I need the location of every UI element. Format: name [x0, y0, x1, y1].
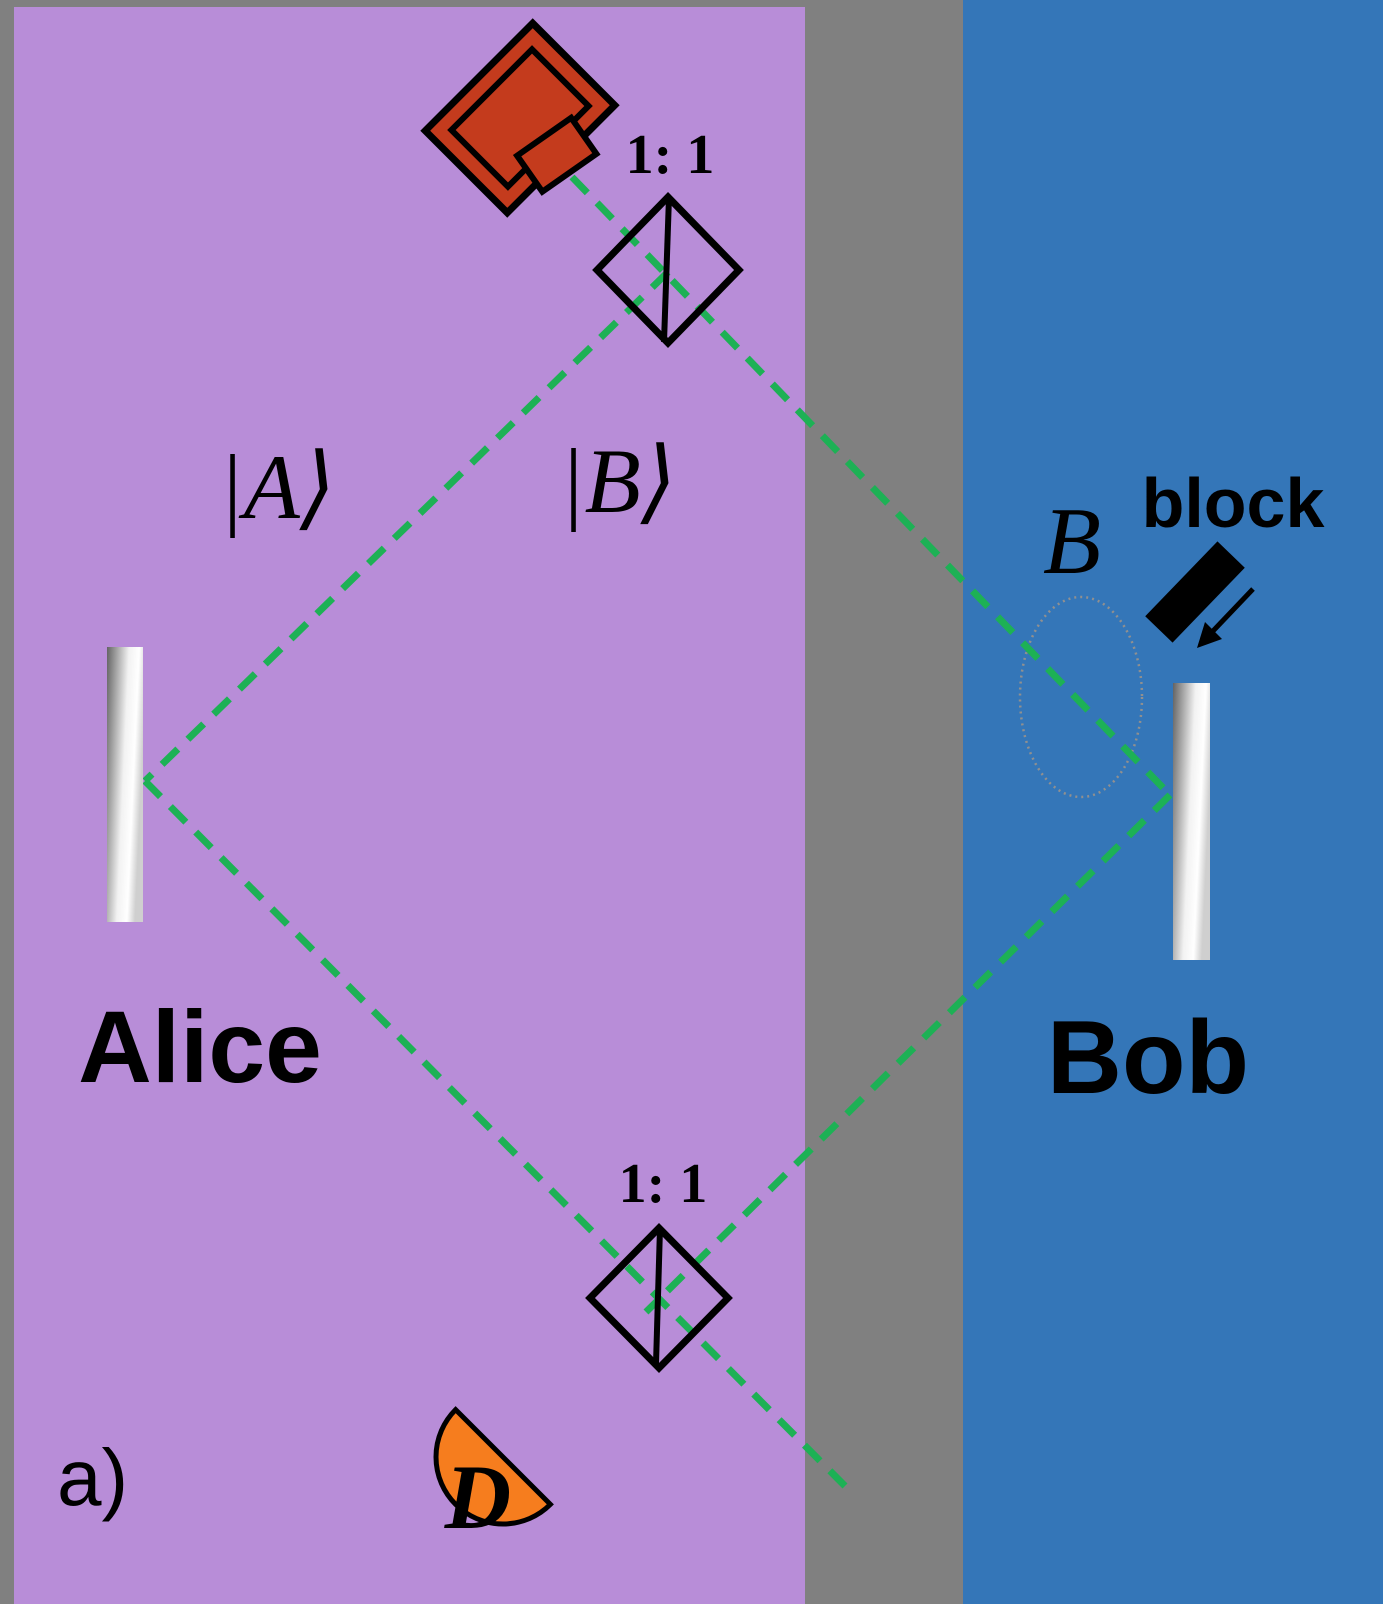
- detector-label: D: [444, 1446, 511, 1548]
- detector-body: [433, 1406, 554, 1527]
- beam-splitter-top: [592, 191, 744, 349]
- detector: [433, 1406, 554, 1527]
- beam-splitter-bottom-interface: [653, 1227, 663, 1365]
- state-a-label: |A⟩: [218, 436, 335, 538]
- beam-splitter-bottom: [585, 1223, 733, 1373]
- beam-splitter-top-diamond: [592, 191, 744, 349]
- state-b-label: |B⟩: [559, 430, 676, 532]
- mode-b-ellipse: [1018, 595, 1144, 799]
- beam-alice-mirror-to-output: [142, 778, 848, 1489]
- beam-splitter-top-interface: [661, 196, 672, 343]
- laser-source: [420, 18, 620, 218]
- block-shutter: [1145, 541, 1245, 643]
- block-label: block: [1142, 464, 1325, 542]
- beam-bob-mirror-to-splitter: [643, 792, 1173, 1315]
- splitter-ratio-bottom-label: 1: 1: [619, 1153, 708, 1215]
- splitter-ratio-top-label: 1: 1: [626, 124, 715, 186]
- bob-mirror: [1173, 683, 1210, 960]
- block-arrow-head: [1197, 622, 1222, 648]
- alice-label: Alice: [78, 990, 322, 1104]
- block-arrow-shaft: [1211, 587, 1255, 633]
- alice-mirror: [107, 647, 143, 922]
- beam-splitter-bottom-diamond: [585, 1223, 733, 1373]
- figure-panel-label: a): [57, 1433, 128, 1522]
- mode-b-label: B: [1043, 488, 1101, 594]
- beam-splitter-to-alice-mirror: [142, 269, 671, 784]
- laser-nozzle: [512, 113, 601, 196]
- alice-region: [14, 7, 805, 1604]
- bob-label: Bob: [1047, 1000, 1249, 1116]
